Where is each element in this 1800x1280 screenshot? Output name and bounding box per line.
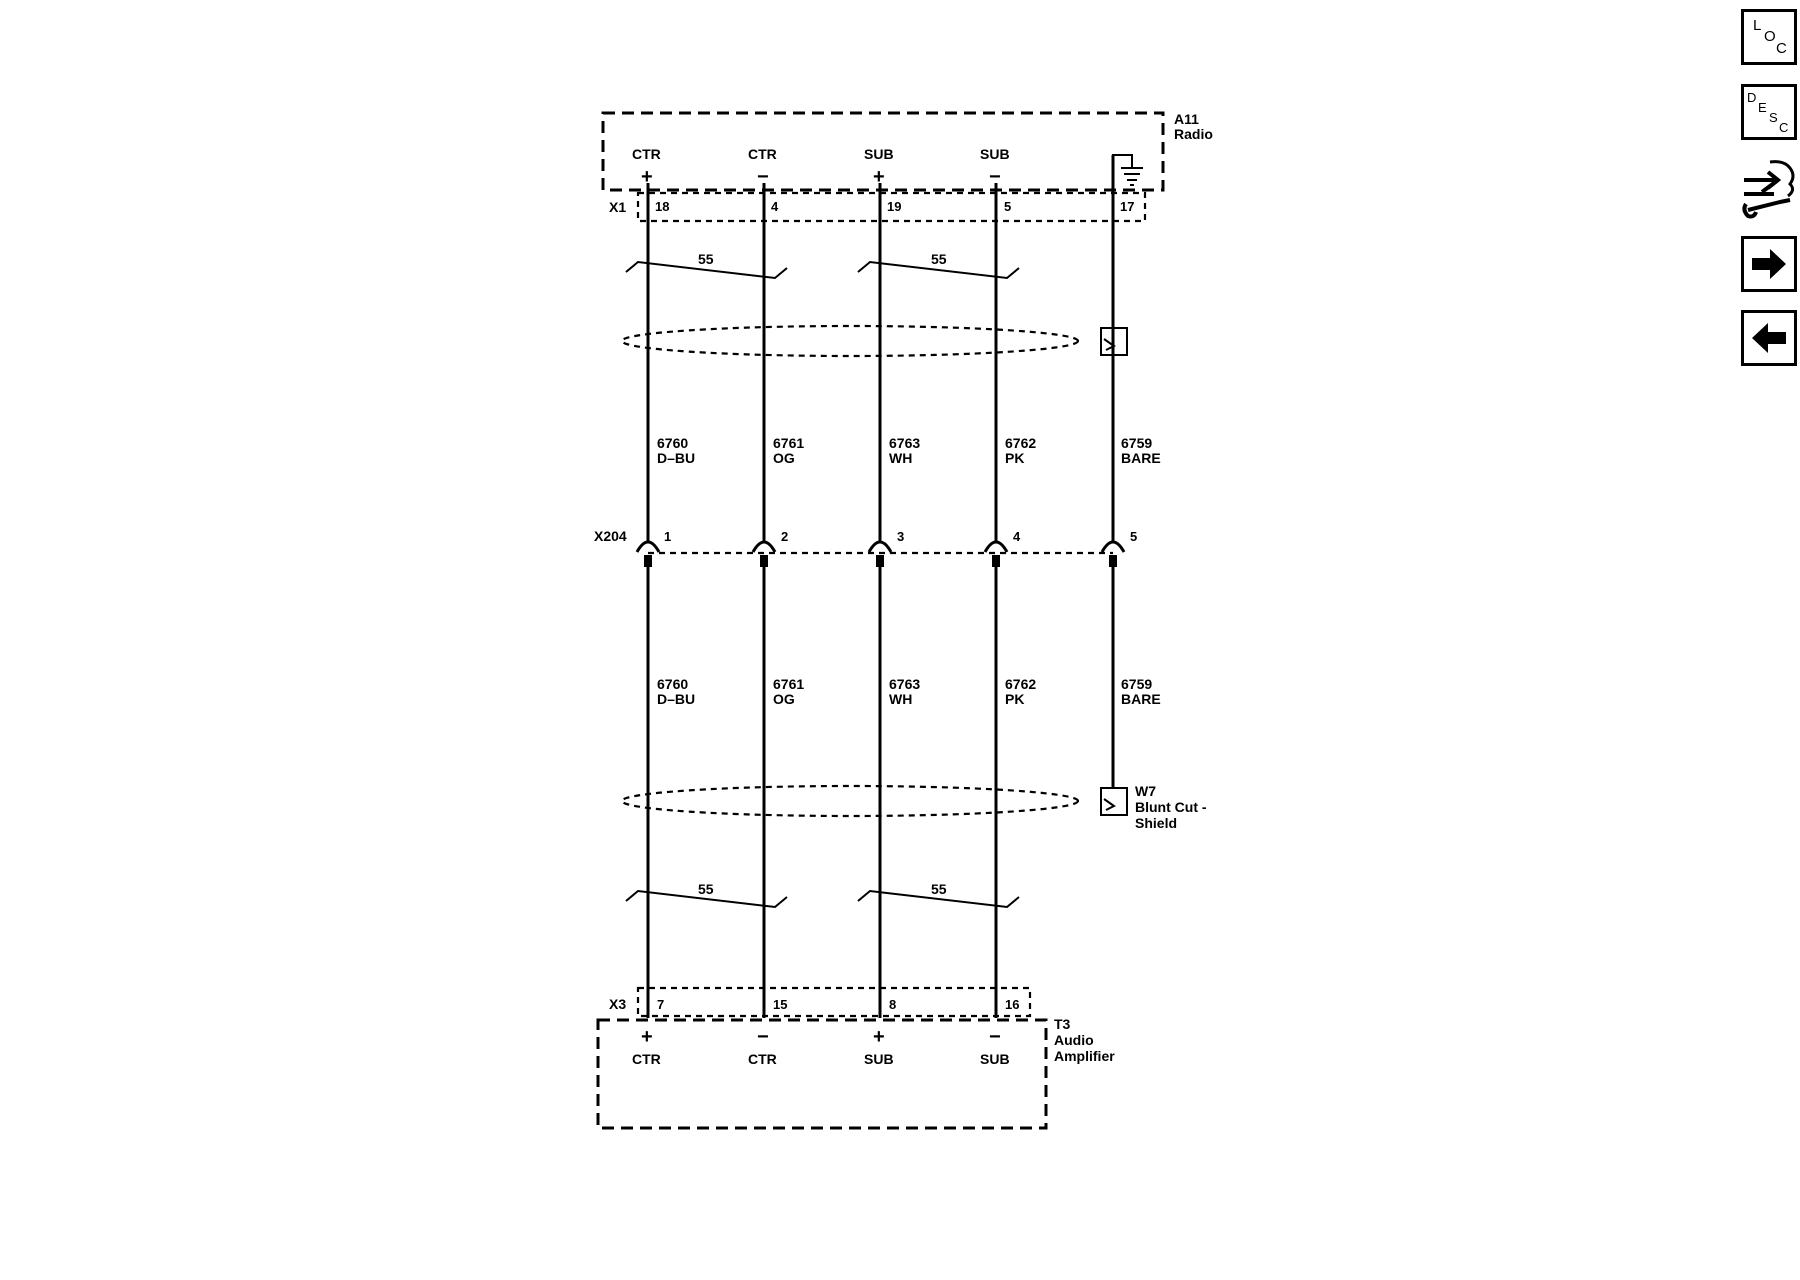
circuit-number: 6760	[657, 435, 688, 451]
circuit-color: OG	[773, 450, 795, 466]
amplifier-module-box	[596, 1018, 1048, 1130]
shield-drain-mark	[1103, 798, 1116, 811]
radio-connector-label: X1	[609, 199, 626, 215]
inline-pin: 2	[781, 529, 788, 544]
shield-drain-lower	[1100, 787, 1128, 816]
circuit-color: PK	[1005, 691, 1024, 707]
amp-name-line2: Amplifier	[1054, 1048, 1115, 1064]
circuit-color: BARE	[1121, 691, 1161, 707]
desc-letter: E	[1758, 100, 1767, 115]
inline-pin: 1	[664, 529, 671, 544]
circuit-number: 6759	[1121, 435, 1152, 451]
twist-label: 55	[698, 251, 714, 267]
radio-terminal-polarity: +	[873, 166, 885, 188]
radio-terminal-polarity: −	[757, 166, 769, 188]
loc-letter: C	[1776, 40, 1787, 57]
amp-connector-label: X3	[609, 996, 626, 1012]
twist-label: 55	[698, 881, 714, 897]
amp-terminal-polarity: +	[873, 1026, 885, 1048]
radio-terminal-name: SUB	[980, 146, 1010, 162]
radio-terminal-polarity: +	[641, 166, 653, 188]
circuit-color: PK	[1005, 450, 1024, 466]
circuit-number: 6762	[1005, 435, 1036, 451]
amp-terminal-name: CTR	[748, 1051, 777, 1067]
previous-page-button[interactable]	[1741, 310, 1797, 366]
circuit-color: BARE	[1121, 450, 1161, 466]
inline-pin: 5	[1130, 529, 1137, 544]
circuit-color: WH	[889, 691, 912, 707]
radio-ref: A11	[1174, 111, 1199, 127]
desc-letter: C	[1779, 120, 1788, 135]
circuit-color: WH	[889, 450, 912, 466]
desc-button[interactable]: D E S C	[1741, 84, 1797, 140]
amp-terminal-polarity: −	[989, 1026, 1001, 1048]
circuit-number: 6761	[773, 435, 804, 451]
loc-letter: O	[1764, 28, 1776, 45]
desc-letter: S	[1769, 110, 1778, 125]
radio-pin: 4	[771, 199, 779, 214]
shield-ref: W7	[1135, 783, 1156, 799]
circuit-number: 6762	[1005, 676, 1036, 692]
radio-terminal-name: SUB	[864, 146, 894, 162]
twisted-pair-marker	[857, 889, 1020, 909]
circuit-number: 6763	[889, 435, 920, 451]
amp-pin: 15	[773, 997, 787, 1012]
shield-drain-upper	[1100, 327, 1128, 356]
amp-pin: 7	[657, 997, 664, 1012]
radio-pin: 5	[1004, 199, 1011, 214]
amp-terminal-name: SUB	[864, 1051, 894, 1067]
twisted-pair-marker	[625, 260, 788, 280]
inline-terminals	[635, 540, 1126, 567]
circuit-color: D–BU	[657, 691, 695, 707]
shield-line1: Blunt Cut -	[1135, 799, 1207, 815]
shield-drain-mark	[1103, 338, 1116, 351]
radio-terminal-name: CTR	[748, 146, 777, 162]
loc-button[interactable]: L O C	[1741, 9, 1797, 65]
radio-name: Radio	[1174, 126, 1213, 142]
circuit-number: 6759	[1121, 676, 1152, 692]
twist-label: 55	[931, 881, 947, 897]
amp-terminal-polarity: −	[757, 1026, 769, 1048]
twisted-pair-marker	[857, 260, 1020, 280]
radio-connector-x1	[636, 191, 1147, 223]
radio-module-box	[601, 111, 1165, 192]
inline-connector-label: X204	[594, 528, 627, 544]
amp-pin: 8	[889, 997, 896, 1012]
arrow-left-icon	[1752, 323, 1786, 353]
next-page-button[interactable]	[1741, 236, 1797, 292]
amp-terminal-name: SUB	[980, 1051, 1010, 1067]
connector-repair-icon[interactable]	[1740, 158, 1798, 220]
loc-letter: L	[1753, 17, 1761, 34]
cable-shield-upper	[620, 324, 1080, 358]
twisted-pair-marker	[625, 889, 788, 909]
radio-pin: 17	[1120, 199, 1134, 214]
inline-pin: 3	[897, 529, 904, 544]
amp-name-line1: Audio	[1054, 1032, 1094, 1048]
amp-connector-x3	[636, 986, 1032, 1018]
amp-terminal-polarity: +	[641, 1026, 653, 1048]
amp-pin: 16	[1005, 997, 1019, 1012]
circuit-color: D–BU	[657, 450, 695, 466]
twist-label: 55	[931, 251, 947, 267]
inline-pin: 4	[1013, 529, 1021, 544]
circuit-color: OG	[773, 691, 795, 707]
circuit-number: 6763	[889, 676, 920, 692]
desc-letter: D	[1747, 90, 1756, 105]
amp-ref: T3	[1054, 1016, 1071, 1032]
radio-terminal-name: CTR	[632, 146, 661, 162]
radio-pin: 18	[655, 199, 669, 214]
cable-shield-lower	[620, 784, 1080, 818]
circuit-number: 6761	[773, 676, 804, 692]
amp-terminal-name: CTR	[632, 1051, 661, 1067]
arrow-right-icon	[1752, 249, 1786, 279]
radio-pin: 19	[887, 199, 901, 214]
radio-terminal-polarity: −	[989, 166, 1001, 188]
circuit-number: 6760	[657, 676, 688, 692]
shield-line2: Shield	[1135, 815, 1177, 831]
ground-icon	[1112, 154, 1143, 186]
